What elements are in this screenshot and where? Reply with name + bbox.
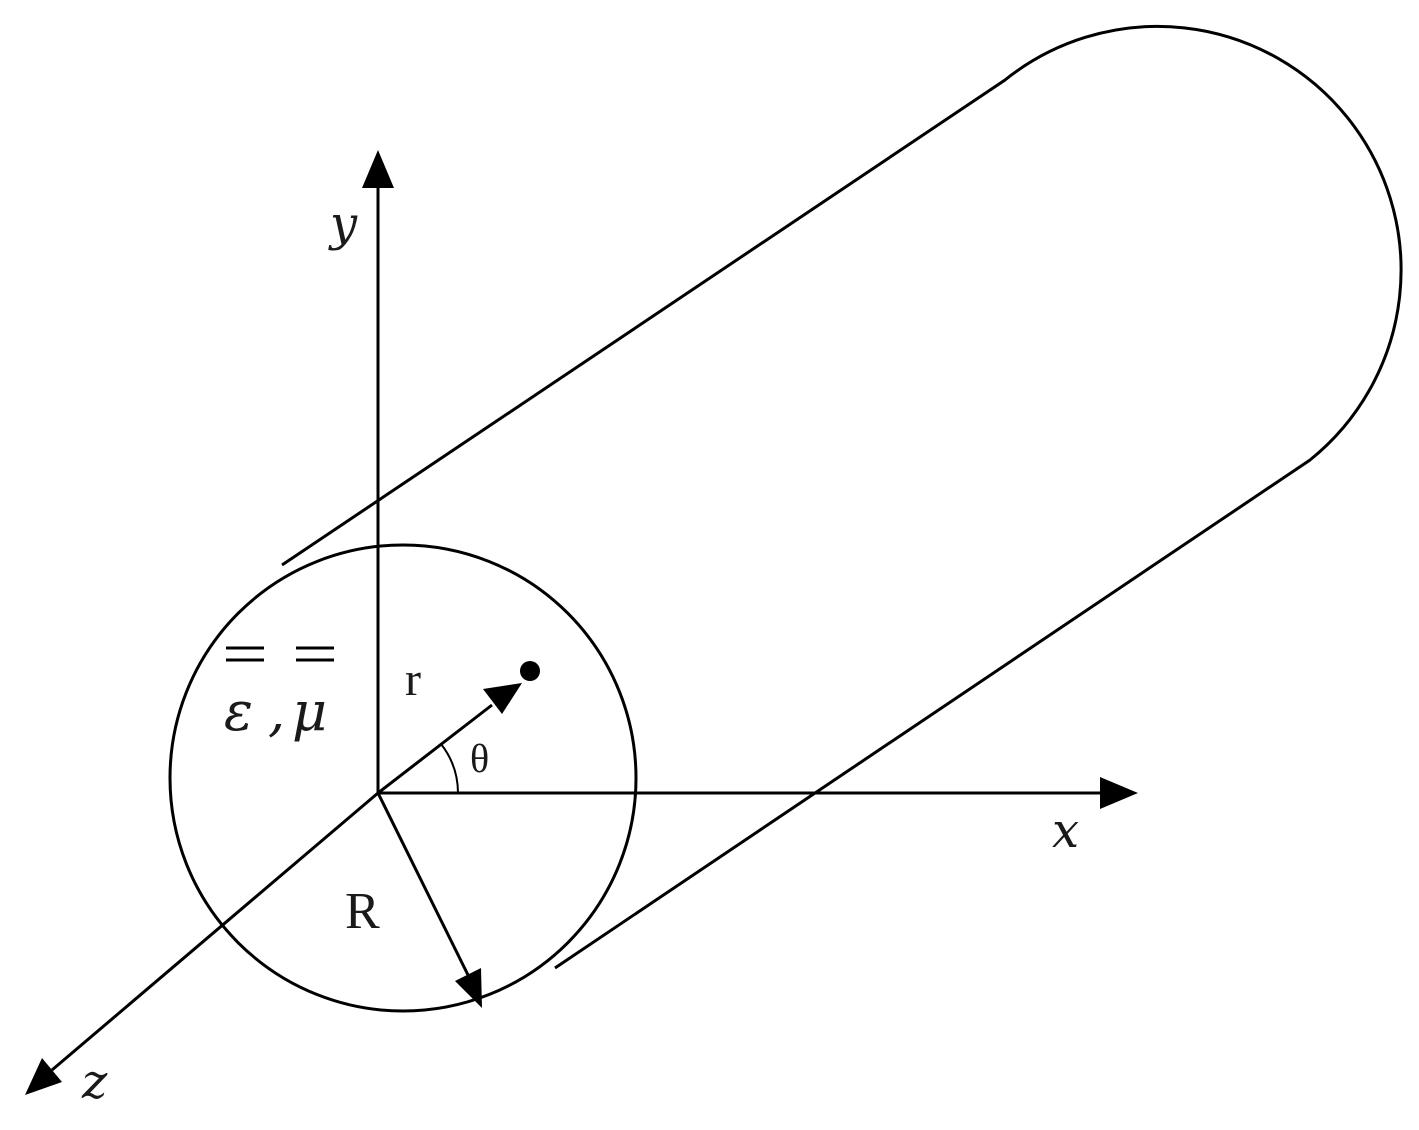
- epsilon-label: ε: [224, 680, 253, 743]
- z-axis: [51, 791, 379, 1072]
- radius-arrowhead: [455, 968, 482, 1008]
- cylinder-front-face: [168, 543, 638, 1013]
- position-vector: [377, 703, 493, 795]
- cylinder-outline: [281, 24, 1403, 970]
- position-vector-arrowhead: [483, 683, 522, 714]
- z-axis-arrowhead: [25, 1058, 62, 1095]
- x-axis-label: x: [1052, 803, 1079, 859]
- tensor-bars: [226, 646, 334, 662]
- mu-label: μ: [292, 680, 327, 743]
- radius-arrow: [376, 792, 470, 976]
- field-point: [520, 661, 540, 681]
- y-axis-label: y: [328, 196, 358, 252]
- z-axis-label: z: [81, 1054, 108, 1110]
- y-axis-arrowhead: [362, 150, 394, 188]
- angle-arc: [440, 743, 459, 794]
- position-vector-label: r: [405, 653, 421, 706]
- x-axis-arrowhead: [1100, 777, 1138, 809]
- angle-label: θ: [470, 736, 489, 781]
- radius-label: R: [345, 883, 380, 940]
- separator-label: ,: [268, 680, 285, 743]
